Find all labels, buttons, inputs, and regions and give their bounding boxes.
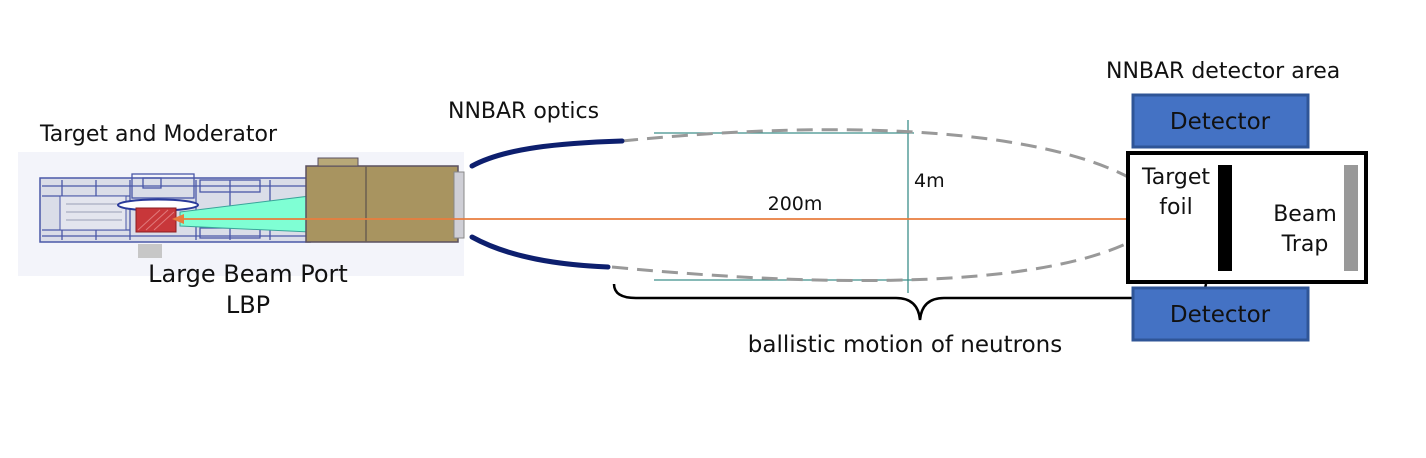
detector-bottom-label: Detector [1170,302,1271,328]
beam-arrowhead-left [172,214,184,224]
detector-top-label: Detector [1170,109,1271,135]
neutron-path-lower [611,240,1131,283]
target-foil-label-line1: Target [1141,165,1210,190]
beam-port-label-line2: LBP [226,291,270,319]
target-moderator-assembly [18,152,465,276]
neutron-path [611,128,1131,283]
target-foil [1218,165,1232,271]
neutron-path-upper [621,128,1131,180]
detector-top [1131,93,1310,149]
target-foil-label-line2: foil [1159,195,1192,220]
labels: Target and Moderator Large Beam Port LBP… [39,59,1340,358]
beam-trap-label-line1: Beam [1273,202,1337,227]
beam-trap [1344,165,1358,271]
optics-mirror-upper [469,138,625,169]
optics-mirror-lower [469,234,611,270]
ballistic-brace [612,283,1208,321]
ballistic-motion-label: ballistic motion of neutrons [748,332,1062,358]
detector-area [1126,93,1368,342]
width-label: 4m [914,170,945,192]
target-moderator-label: Target and Moderator [39,122,278,147]
beam-port-label-line1: Large Beam Port [148,260,348,288]
beam-trap-label-line2: Trap [1281,232,1329,257]
detector-bottom [1131,286,1310,342]
detector-area-label: NNBAR detector area [1106,59,1340,84]
vacuum-vessel [1126,151,1368,284]
distance-label: 200m [768,193,823,215]
nnbar-optics-mirrors [469,138,625,270]
optics-label: NNBAR optics [448,99,599,124]
